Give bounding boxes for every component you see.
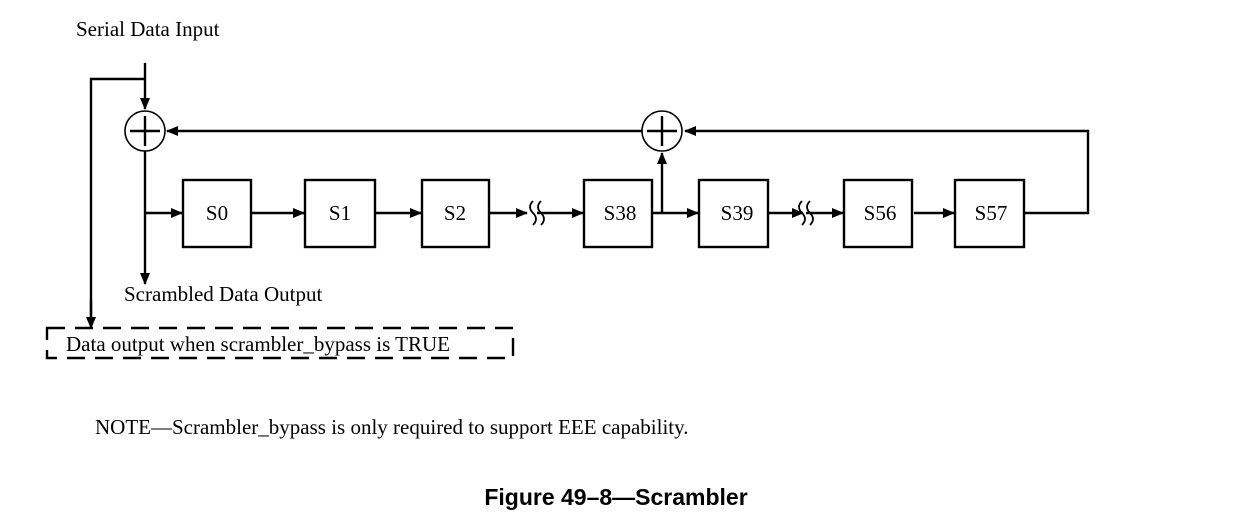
register-s39: S39	[697, 178, 770, 249]
note-text: NOTE—Scrambler_bypass is only required t…	[95, 415, 689, 439]
figure-caption: Figure 49–8—Scrambler	[484, 484, 747, 510]
register-s56: S56	[842, 178, 914, 249]
bypass-line	[89, 77, 145, 326]
bypass-output-label: Data output when scrambler_bypass is TRU…	[66, 332, 450, 356]
xor-input-icon	[124, 110, 166, 152]
register-s2: S2	[420, 178, 491, 249]
register-s1: S1	[303, 178, 377, 249]
serial-data-input-label: Serial Data Input	[76, 17, 220, 41]
scrambled-data-output-label: Scrambled Data Output	[124, 282, 322, 306]
svg-text:S0: S0	[206, 201, 228, 225]
bypass-output-box	[45, 326, 515, 360]
svg-text:S39: S39	[721, 201, 754, 225]
svg-text:S56: S56	[864, 201, 897, 225]
svg-text:S1: S1	[329, 201, 351, 225]
svg-text:S2: S2	[444, 201, 466, 225]
xor-tap-icon	[641, 110, 683, 152]
feedback-line-s57	[684, 126, 1090, 215]
register-s57: S57	[953, 178, 1026, 249]
svg-text:S38: S38	[604, 201, 637, 225]
svg-text:S57: S57	[975, 201, 1008, 225]
register-s38: S38	[582, 178, 654, 249]
register-s0: S0	[181, 178, 253, 249]
